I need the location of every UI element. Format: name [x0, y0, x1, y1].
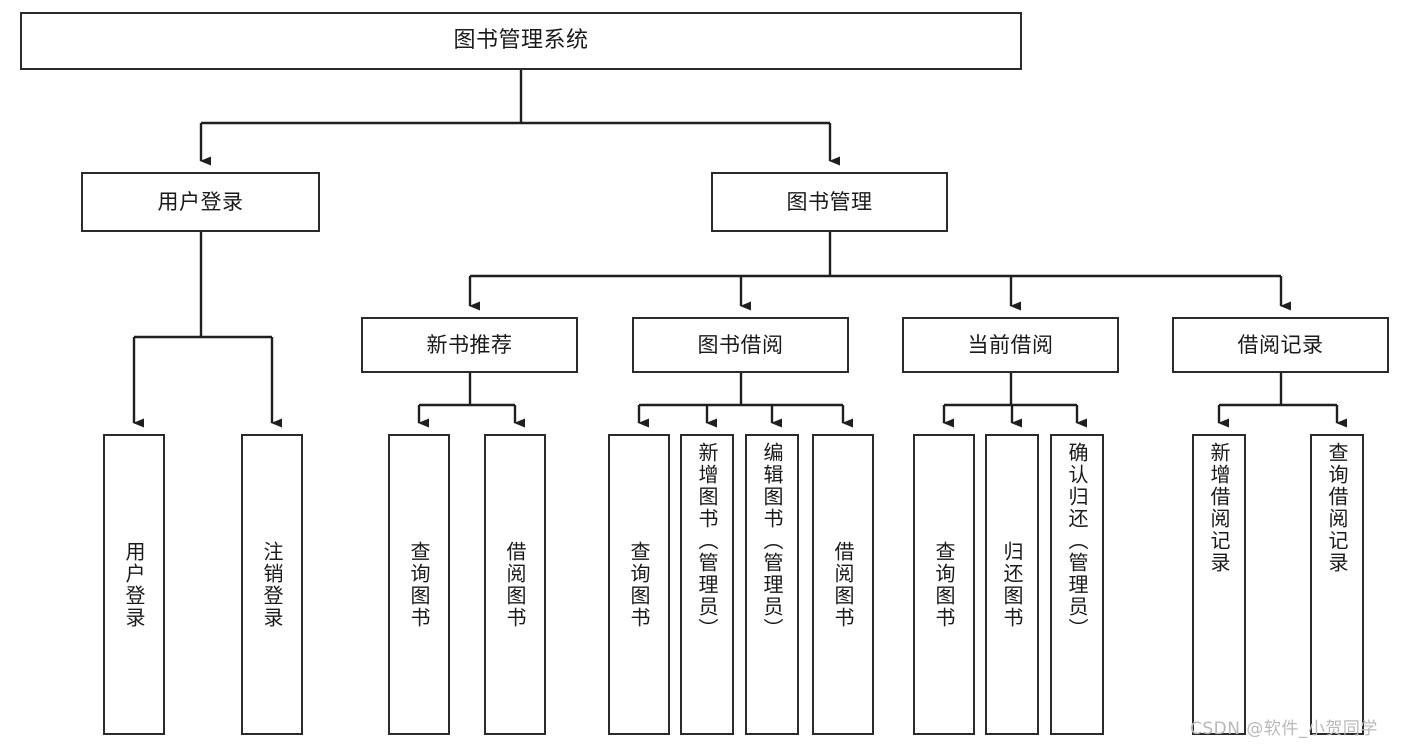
- csdn-watermark: CSDN @软件_小贺同学: [1190, 719, 1378, 739]
- node-label: 查询图书: [627, 540, 651, 629]
- node-label: 归还图书: [1000, 540, 1024, 629]
- node-label: 借阅图书: [831, 540, 855, 629]
- node-leaf-rec-query[interactable]: 查询图书: [388, 434, 450, 735]
- node-leaf-bb-add[interactable]: 新增图书（管理员）: [680, 434, 734, 735]
- node-borrow-record[interactable]: 借阅记录: [1172, 317, 1389, 373]
- node-leaf-cb-return[interactable]: 归还图书: [985, 434, 1039, 735]
- node-leaf-user-logout[interactable]: 注销登录: [241, 434, 303, 735]
- node-label: 查询借阅记录: [1325, 442, 1349, 574]
- node-label: 图书借阅: [697, 332, 784, 357]
- node-leaf-cb-confirm[interactable]: 确认归还（管理员）: [1050, 434, 1104, 735]
- node-leaf-br-add[interactable]: 新增借阅记录: [1192, 434, 1246, 735]
- node-label: 图书管理系统: [453, 28, 589, 54]
- node-leaf-bb-query[interactable]: 查询图书: [608, 434, 670, 735]
- node-label: 新书推荐: [426, 332, 513, 357]
- node-label: 注销登录: [260, 540, 284, 629]
- node-leaf-bb-edit[interactable]: 编辑图书（管理员）: [745, 434, 799, 735]
- node-label: 新增图书（管理员）: [695, 442, 719, 640]
- node-leaf-user-login[interactable]: 用户登录: [103, 434, 165, 735]
- node-label: 借阅图书: [503, 540, 527, 629]
- node-label: 编辑图书（管理员）: [760, 442, 784, 640]
- node-user-login[interactable]: 用户登录: [81, 172, 320, 232]
- node-book-borrow[interactable]: 图书借阅: [632, 317, 849, 373]
- node-label: 确认归还（管理员）: [1065, 442, 1089, 640]
- node-label: 用户登录: [122, 540, 146, 629]
- node-leaf-rec-borrow[interactable]: 借阅图书: [484, 434, 546, 735]
- node-leaf-cb-query[interactable]: 查询图书: [913, 434, 975, 735]
- node-label: 新增借阅记录: [1207, 442, 1231, 574]
- node-root[interactable]: 图书管理系统: [20, 12, 1022, 70]
- node-new-book-rec[interactable]: 新书推荐: [361, 317, 578, 373]
- node-leaf-br-query[interactable]: 查询借阅记录: [1310, 434, 1364, 735]
- node-book-manage[interactable]: 图书管理: [711, 172, 948, 232]
- node-label: 用户登录: [157, 189, 244, 214]
- node-label: 当前借阅: [967, 332, 1054, 357]
- node-label: 查询图书: [932, 540, 956, 629]
- node-label: 查询图书: [407, 540, 431, 629]
- node-label: 图书管理: [786, 189, 873, 214]
- node-label: 借阅记录: [1237, 332, 1324, 357]
- node-current-borrow[interactable]: 当前借阅: [902, 317, 1119, 373]
- node-leaf-bb-borrow[interactable]: 借阅图书: [812, 434, 874, 735]
